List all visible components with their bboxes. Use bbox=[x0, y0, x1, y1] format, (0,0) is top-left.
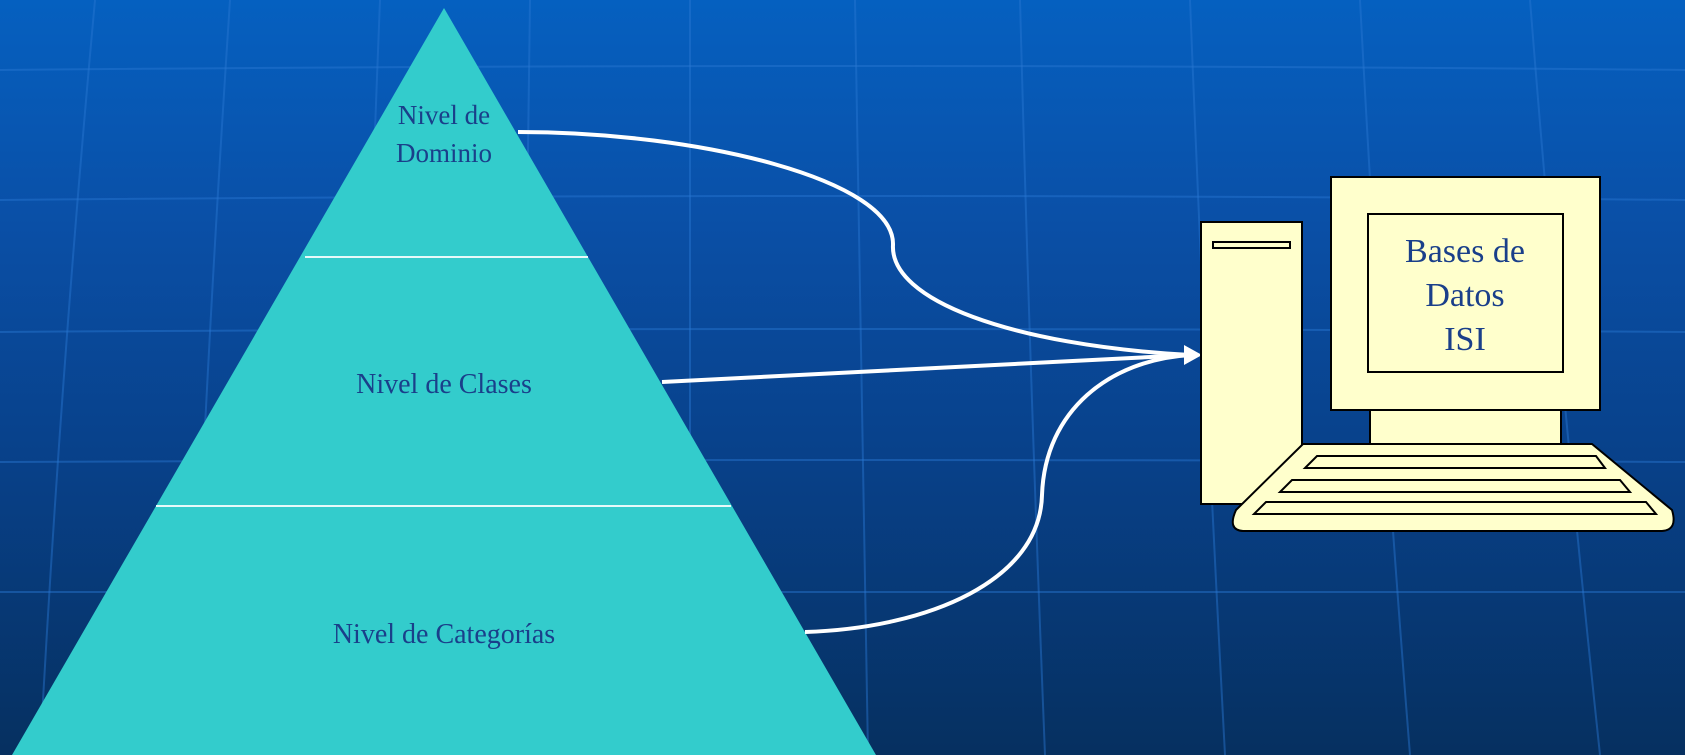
pyramid: Nivel de Dominio Nivel de Clases Nivel d… bbox=[12, 8, 876, 755]
keyboard-row-3 bbox=[1251, 501, 1659, 515]
level-categorias-label: Nivel de Categorías bbox=[333, 619, 555, 650]
screen-label-line2: Datos bbox=[1425, 277, 1504, 314]
screen-label-line1: Bases de bbox=[1405, 233, 1525, 270]
computer-tower bbox=[1200, 221, 1303, 505]
keyboard-row-2 bbox=[1277, 479, 1633, 493]
connector-categorias bbox=[804, 353, 1191, 634]
connectors bbox=[517, 130, 1191, 634]
arrowhead-icon bbox=[1184, 345, 1202, 365]
connector-clases bbox=[661, 353, 1191, 384]
level-dominio-label-line2: Dominio bbox=[396, 138, 492, 168]
pyramid-body bbox=[12, 8, 876, 755]
computer-screen bbox=[1367, 213, 1564, 373]
level-clases-label: Nivel de Clases bbox=[356, 369, 532, 400]
screen-label-line3: ISI bbox=[1444, 321, 1486, 358]
computer-keyboard bbox=[1231, 443, 1675, 532]
monitor-stand bbox=[1369, 409, 1562, 445]
tower-drive-slot bbox=[1212, 241, 1291, 249]
connector-dominio bbox=[517, 130, 1191, 357]
computer-icon bbox=[1200, 176, 1675, 532]
keyboard-row-1 bbox=[1302, 455, 1607, 469]
level-dominio-label-line1: Nivel de bbox=[398, 100, 490, 130]
